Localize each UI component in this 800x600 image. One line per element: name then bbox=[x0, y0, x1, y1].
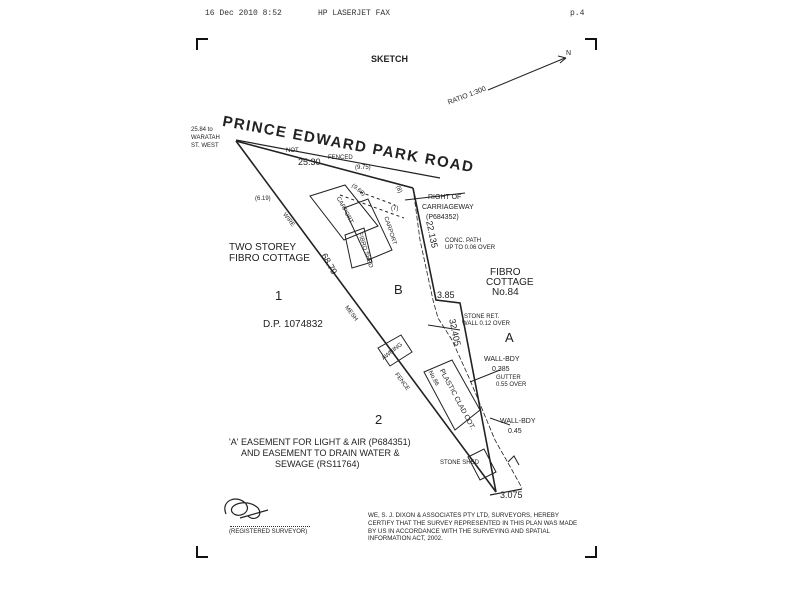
corner-mark-top-left bbox=[196, 38, 208, 50]
boundary-east bbox=[412, 187, 497, 493]
note-gutter-1: GUTTER bbox=[496, 375, 521, 381]
note-wall-bdy-1: WALL-BDY bbox=[484, 356, 520, 363]
boundary-rear bbox=[489, 488, 523, 496]
easement-line-2: AND EASEMENT TO DRAIN WATER & bbox=[241, 448, 400, 458]
road-boundary bbox=[235, 139, 441, 179]
corner-mark-top-right bbox=[585, 38, 597, 50]
note-stone-wall-1: STONE RET. bbox=[464, 314, 500, 320]
note-conc-path-1: CONC. PATH bbox=[445, 238, 482, 244]
label-two-storey-1: TWO STOREY bbox=[229, 242, 297, 253]
label-stone-shed-1: STONE SHED bbox=[440, 460, 479, 466]
note-wall-bdy-2-val: 0.45 bbox=[508, 428, 522, 435]
corner-mark-bottom-right bbox=[585, 546, 597, 558]
note-fenced: FENCED bbox=[328, 155, 353, 161]
note-gutter-2: 0.55 OVER bbox=[496, 382, 527, 388]
sketch-title: SKETCH bbox=[371, 54, 409, 64]
dim-rear: 3.075 bbox=[500, 490, 523, 500]
dp-number: D.P. 1074832 bbox=[263, 319, 323, 330]
note-row-3: (P684352) bbox=[426, 214, 459, 221]
lot-2-label: 2 bbox=[375, 412, 383, 427]
corner-note-1: 25.84 to bbox=[191, 127, 213, 133]
easement-line-1: 'A' EASEMENT FOR LIGHT & AIR (P684351) bbox=[229, 437, 411, 447]
fax-date: 16 Dec 2010 8:52 bbox=[205, 9, 282, 18]
lot-a-label: A bbox=[505, 330, 514, 345]
north-label: N bbox=[566, 50, 572, 57]
carport-outline bbox=[309, 184, 379, 241]
dim-7: (7) bbox=[391, 206, 399, 212]
lot-b-label: B bbox=[394, 282, 403, 297]
note-stone-wall-2: WALL 0.12 OVER bbox=[462, 321, 510, 327]
awning-outline bbox=[377, 334, 413, 367]
dim-offset: 3.85 bbox=[437, 290, 455, 300]
note-wall-bdy-1-val: 0.385 bbox=[492, 366, 510, 373]
registered-surveyor-label: (REGISTERED SURVEYOR) bbox=[229, 529, 308, 535]
dim-front-small: (9.75) bbox=[355, 165, 371, 171]
label-fibro-cottage-2: COTTAGE bbox=[486, 277, 534, 288]
corner-note-2: WARATAH bbox=[191, 135, 220, 141]
note-not: NOT bbox=[286, 148, 299, 154]
boundary-west bbox=[235, 140, 497, 493]
corner-mark-bottom-left bbox=[196, 546, 208, 558]
label-fibro-cottage-1: FIBRO bbox=[490, 267, 521, 278]
corner-note-3: ST. WEST bbox=[191, 143, 219, 149]
survey-certification: WE, S. J. DIXON & ASSOCIATES PTY LTD, SU… bbox=[368, 512, 578, 543]
note-conc-path-2: UP TO 0.06 OVER bbox=[445, 245, 496, 251]
surveyor-signature bbox=[224, 498, 269, 520]
lot-1-label: 1 bbox=[275, 288, 283, 303]
dim-619: (6.19) bbox=[255, 196, 271, 202]
note-row-1: RIGHT OF bbox=[428, 194, 462, 201]
note-wall-bdy-2: WALL-BDY bbox=[500, 418, 536, 425]
shed-outline bbox=[467, 448, 497, 481]
dim-frontage: 25.30 bbox=[298, 157, 321, 167]
boundary-front bbox=[235, 140, 414, 189]
cottage-outline bbox=[423, 359, 481, 431]
note-row-2: CARRIAGEWAY bbox=[422, 204, 474, 211]
fax-device: HP LASERJET FAX bbox=[318, 9, 391, 18]
easement-line-3: SEWAGE (RS11764) bbox=[275, 459, 360, 469]
label-two-storey-2: FIBRO COTTAGE bbox=[229, 253, 310, 264]
signature-line bbox=[230, 526, 310, 527]
north-arrow bbox=[487, 57, 566, 91]
label-fibro-cottage-3: No.84 bbox=[492, 287, 519, 298]
fax-page: p.4 bbox=[570, 9, 585, 18]
